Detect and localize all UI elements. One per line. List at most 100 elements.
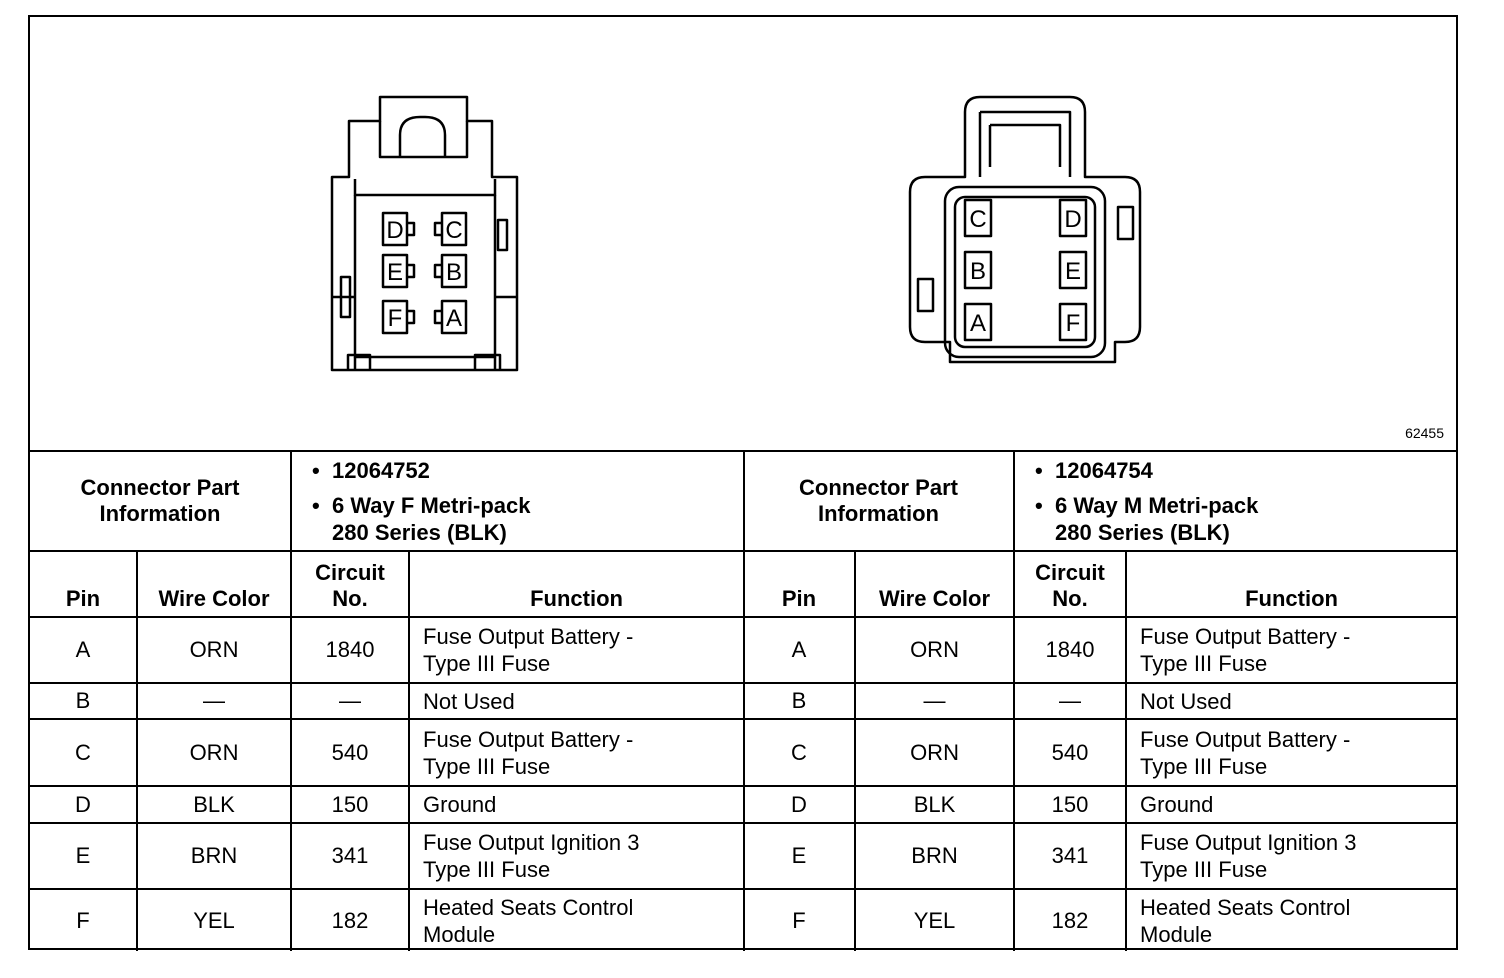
part-info-row: Connector Part Information 12064754 6 Wa… [744,450,1457,552]
connector-drawing-area: D C E B F A C D B E A F 62455 [30,17,1456,450]
female-cavities [381,211,468,335]
function-line2: Type III Fuse [423,753,551,779]
part-info-row: Connector Part Information 12064752 6 Wa… [30,450,746,552]
function-cell: Fuse Output Battery -Type III Fuse [1125,718,1457,787]
pin-cell: B [30,682,138,720]
circuit-cell: 540 [290,718,411,787]
female-cavity-label: D [386,217,403,244]
table-row: D BLK 150 Ground [744,785,1457,824]
female-cavity-label: C [445,217,462,244]
female-cavity-label: F [388,305,403,332]
table-row: A ORN 1840 Fuse Output Battery -Type III… [744,616,1457,684]
wire-color-cell: ORN [853,616,1016,684]
pin-cell: C [744,718,856,787]
circuit-cell: 1840 [290,616,411,684]
part-info-label-text: Connector Part Information [799,475,958,526]
part-description-line2: 280 Series (BLK) [332,519,507,545]
wire-color-cell: BLK [135,785,293,824]
pin-cell: E [30,822,138,890]
col-header-circuit-line2: No. [1052,586,1088,611]
function-line1: Fuse Output Battery - [423,624,634,649]
function-cell: Fuse Output Battery -Type III Fuse [408,616,746,684]
function-line1: Ground [1140,792,1214,817]
wire-color-cell: — [853,682,1016,720]
function-line1: Fuse Output Ignition 3 [1140,830,1357,855]
pin-table-female: Connector Part Information 12064752 6 Wa… [30,450,746,951]
circuit-cell: 1840 [1013,616,1128,684]
function-cell: Not Used [1125,682,1457,720]
male-cavity-label: A [970,310,986,337]
pin-cell: D [30,785,138,824]
col-header-function: Function [408,550,746,618]
col-header-circuit: Circuit No. [1013,550,1128,618]
wire-color-cell: BRN [853,822,1016,890]
pin-table-male: Connector Part Information 12064754 6 Wa… [744,450,1457,951]
part-info-label-text: Connector Part Information [80,475,240,526]
wire-color-cell: BRN [135,822,293,890]
circuit-cell: 150 [1013,785,1128,824]
male-cavities [963,198,1088,342]
col-header-wire-color: Wire Color [853,550,1016,618]
circuit-cell: 182 [290,888,411,951]
function-line2: Type III Fuse [423,651,551,676]
pin-cell: D [744,785,856,824]
col-header-pin: Pin [744,550,856,618]
wire-color-cell: — [135,682,293,720]
part-info-details: 12064752 6 Way F Metri-pack 280 Series (… [290,450,746,552]
function-cell: Fuse Output Battery -Type III Fuse [408,718,746,787]
col-header-circuit-line1: Circuit [315,560,385,585]
function-line2: Type III Fuse [1140,753,1268,779]
part-description-line1: 6 Way F Metri-pack [292,492,743,519]
function-line2: Type III Fuse [1140,857,1268,882]
col-header-function: Function [1125,550,1457,618]
function-cell: Ground [408,785,746,824]
wire-color-cell: ORN [135,718,293,787]
female-cavity-label: B [446,259,462,286]
circuit-cell: — [1013,682,1128,720]
table-row: B — — Not Used [30,682,746,720]
function-line2: Module [423,921,496,947]
column-header-row: Pin Wire Color Circuit No. Function [744,550,1457,618]
female-cavity-label: E [387,259,403,286]
table-row: A ORN 1840 Fuse Output Battery -Type III… [30,616,746,684]
function-line1: Heated Seats Control [1140,894,1351,920]
wire-color-cell: YEL [135,888,293,951]
part-info-label: Connector Part Information [30,450,293,552]
male-cavity-label: E [1065,258,1081,285]
wire-color-cell: ORN [135,616,293,684]
col-header-pin: Pin [30,550,138,618]
male-cavity-label: F [1066,310,1081,337]
male-cavity-label: B [970,258,986,285]
female-cavity-label: A [446,305,462,332]
function-line1: Fuse Output Battery - [1140,624,1351,649]
column-header-row: Pin Wire Color Circuit No. Function [30,550,746,618]
wire-color-cell: BLK [853,785,1016,824]
wire-color-cell: ORN [853,718,1016,787]
circuit-cell: 540 [1013,718,1128,787]
diagram-frame: D C E B F A C D B E A F 62455 Connector … [28,15,1458,951]
function-line2: Type III Fuse [1140,651,1268,676]
male-connector-face [908,95,1142,364]
pin-cell: F [30,888,138,951]
pin-cell: A [744,616,856,684]
circuit-cell: 150 [290,785,411,824]
function-line1: Fuse Output Battery - [423,726,634,752]
table-row: C ORN 540 Fuse Output Battery -Type III … [744,718,1457,787]
part-description-line2: 280 Series (BLK) [1055,519,1230,545]
col-header-circuit-line1: Circuit [1035,560,1105,585]
function-line1: Fuse Output Battery - [1140,726,1351,752]
pin-cell: C [30,718,138,787]
male-cavity-label: D [1064,206,1081,233]
circuit-cell: 182 [1013,888,1128,951]
function-line1: Ground [423,792,497,817]
figure-id: 62455 [1405,425,1444,441]
function-line1: Not Used [1140,688,1232,714]
part-info-label: Connector Part Information [744,450,1016,552]
